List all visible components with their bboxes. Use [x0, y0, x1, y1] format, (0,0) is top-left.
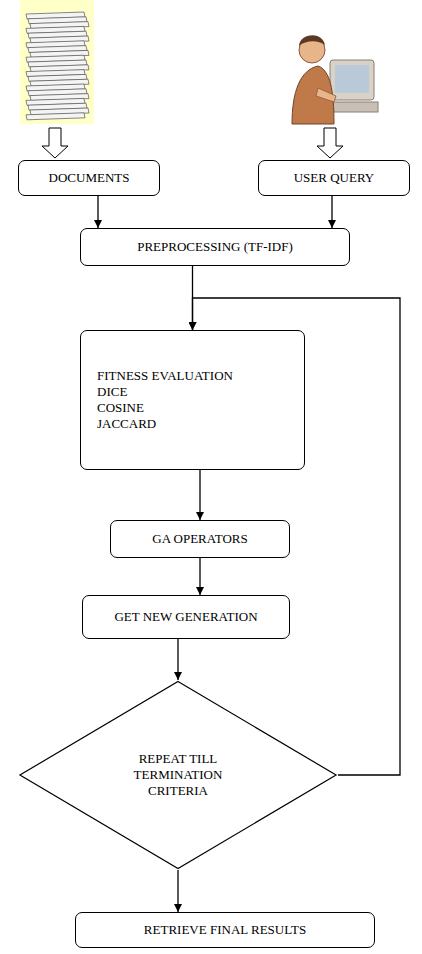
- user-at-computer-picture: [292, 35, 378, 124]
- process-box: FITNESS EVALUATIONDICECOSINEJACCARD: [80, 330, 305, 470]
- node-label: DOCUMENTS: [49, 170, 130, 186]
- node-label: RETRIEVE FINAL RESULTS: [144, 922, 306, 938]
- node-label: GET NEW GENERATION: [114, 609, 257, 625]
- process-box: GET NEW GENERATION: [82, 595, 290, 639]
- paper-stack: [26, 12, 89, 120]
- node-label: USER QUERY: [294, 170, 375, 186]
- node-label: REPEAT TILL TERMINATION CRITERIA: [117, 751, 239, 800]
- node-label: PREPROCESSING (TF-IDF): [137, 239, 293, 255]
- node-label: GA OPERATORS: [152, 531, 247, 547]
- measure-name: COSINE: [97, 400, 144, 416]
- paper-sheet: [26, 113, 85, 120]
- process-box: GA OPERATORS: [110, 520, 290, 558]
- input-box: DOCUMENTS: [18, 160, 160, 196]
- decision-diamond: REPEAT TILL TERMINATION CRITERIA: [18, 680, 338, 870]
- hollow-arrow: [42, 128, 68, 158]
- flow-arrow: [331, 196, 332, 228]
- person-arm: [316, 88, 336, 102]
- node-label: FITNESS EVALUATION: [97, 368, 233, 384]
- picture-ground: [20, 0, 94, 124]
- flow-arrow: [199, 558, 200, 595]
- monitor: [330, 60, 374, 100]
- flow-arrow: [199, 470, 200, 520]
- measure-name: DICE: [97, 384, 127, 400]
- screen: [335, 65, 369, 93]
- flow-arrow: [177, 870, 178, 912]
- process-box: PREPROCESSING (TF-IDF): [80, 228, 350, 266]
- measure-name: JACCARD: [97, 416, 156, 432]
- input-box: USER QUERY: [258, 160, 410, 196]
- flow-arrow: [97, 196, 98, 228]
- process-box: RETRIEVE FINAL RESULTS: [75, 912, 375, 948]
- flow-arrow: [177, 639, 178, 680]
- hollow-arrow: [317, 128, 343, 158]
- person-hair: [299, 35, 325, 46]
- document-stack-picture: [20, 0, 94, 124]
